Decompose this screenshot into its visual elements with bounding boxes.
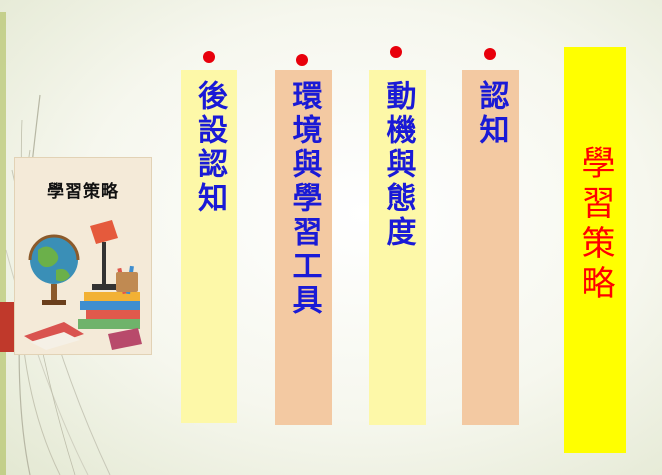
- main-title: 學習策略: [575, 145, 615, 305]
- column-cognition: 認知: [462, 70, 519, 425]
- column-metacognition: 後設認知: [181, 70, 237, 423]
- column-label: 環境與學習工具: [286, 80, 322, 318]
- column-environment-tools: 環境與學習工具: [275, 70, 332, 425]
- column-label: 認知: [473, 80, 509, 148]
- lamp-icon: [90, 220, 118, 244]
- column-label: 後設認知: [192, 80, 227, 216]
- left-accent-bar: [0, 12, 6, 475]
- bullet-dot: [390, 46, 402, 58]
- bullet-dot: [203, 51, 215, 63]
- column-motivation-attitude: 動機與態度: [369, 70, 426, 425]
- bullet-dot: [296, 54, 308, 66]
- card-title: 學習策略: [47, 182, 119, 202]
- bullet-dot: [484, 48, 496, 60]
- school-supplies-illustration: [24, 220, 142, 350]
- main-title-panel: 學習策略: [564, 47, 626, 453]
- column-label: 動機與態度: [380, 80, 416, 250]
